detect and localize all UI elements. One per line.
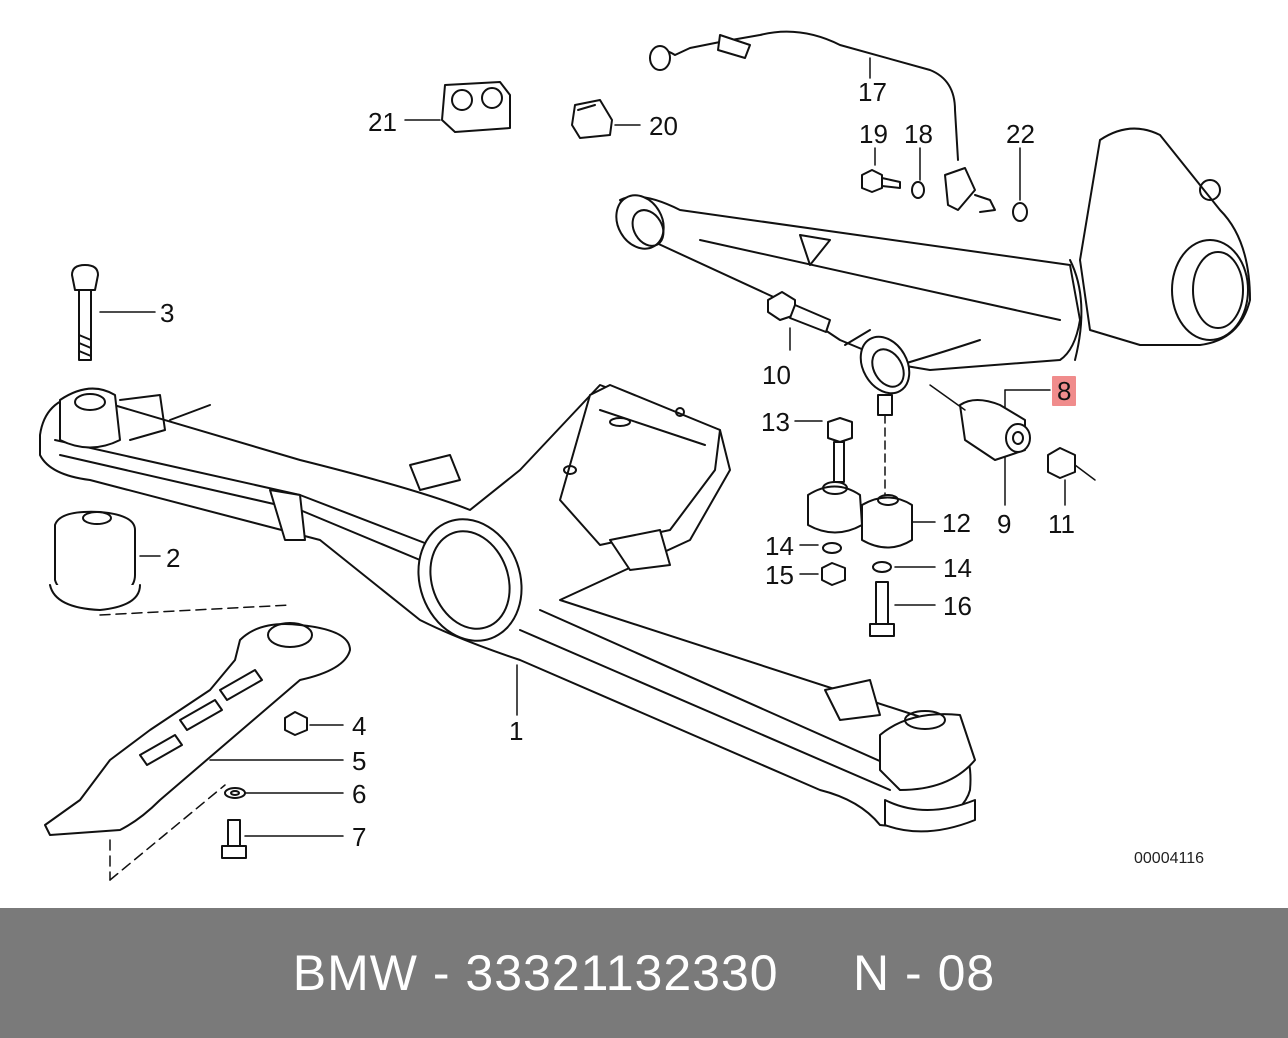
nut-11-drawing [1047,447,1096,481]
callout-5: 5 [352,746,367,776]
callout-19: 19 [859,119,888,149]
callout-7: 7 [352,822,367,852]
parts-diagram: 1 2 3 4 5 6 7 8 9 10 11 12 13 14 14 15 1… [39,30,1251,881]
callout-20: 20 [649,111,678,141]
callout-18: 18 [904,119,933,149]
clip-20-drawing [571,99,613,139]
callout-14-left: 14 [765,531,794,561]
support-bracket-drawing [44,622,351,836]
washer-14-drawing [822,542,892,573]
bolt-13-drawing [827,417,853,483]
callout-13: 13 [761,407,790,437]
callout-16: 16 [943,591,972,621]
mount-12-drawing [807,481,913,549]
footer-part-info: BMW - 33321132330 N - 08 [292,945,996,1001]
suspension-drawing [39,30,1251,881]
bolt-16-drawing [869,581,895,637]
bolt-10-drawing [767,291,831,333]
arm-bushing-drawing [844,329,911,496]
leader-lines [99,57,1066,881]
washer-6-drawing [224,787,246,799]
callout-11: 11 [1048,509,1075,539]
callout-4: 4 [352,711,367,741]
callout-1: 1 [509,716,524,746]
callout-12: 12 [942,508,971,538]
axle-carrier-drawing [39,384,976,833]
trailing-arm-drawing [615,127,1251,371]
callout-14-right: 14 [943,553,972,583]
bump-stop-9-drawing [929,384,1031,461]
long-bolt-drawing [71,264,99,361]
bolt-7-drawing [221,819,247,859]
callout-17: 17 [858,77,887,107]
bolt-19-drawing [861,169,901,193]
sensor-cable-17-drawing [649,30,996,213]
washer-18-drawing [911,181,925,199]
nut-15-drawing [821,562,846,586]
nut-4-drawing [284,711,308,736]
callout-6: 6 [352,779,367,809]
diagram-code: 00004116 [1134,850,1204,867]
callout-9: 9 [997,509,1012,539]
callout-3: 3 [160,298,175,328]
clip-21-drawing [441,81,511,133]
rubber-mount-drawing [49,510,141,611]
ring-22-drawing [1012,202,1028,222]
callout-2: 2 [166,543,181,573]
callout-15: 15 [765,560,794,590]
callout-21: 21 [368,107,397,137]
callout-22: 22 [1006,119,1035,149]
footer-bar: BMW - 33321132330 N - 08 [0,908,1288,1038]
callout-10: 10 [762,360,791,390]
callout-8-highlighted: 8 [1052,376,1077,406]
